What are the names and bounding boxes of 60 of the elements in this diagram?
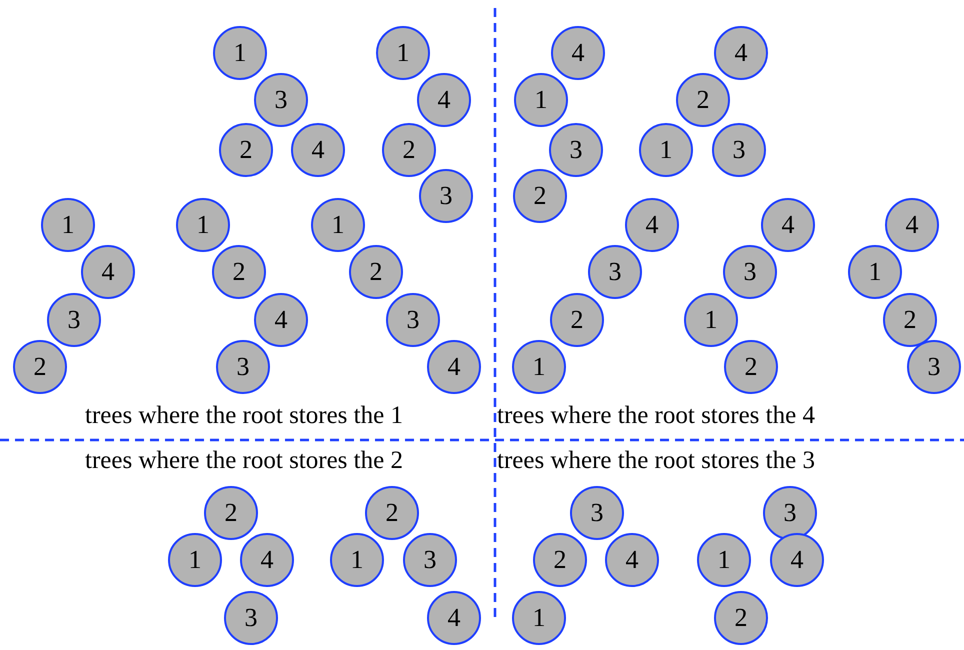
tree-node: 2 — [550, 293, 604, 347]
tree-node: 4 — [81, 245, 135, 299]
tree-node: 2 — [382, 123, 436, 177]
tree-node: 3 — [224, 591, 278, 645]
tree-node: 2 — [219, 123, 273, 177]
tree-node: 4 — [714, 26, 768, 80]
tree-node: 4 — [770, 533, 824, 587]
tree-node: 3 — [47, 293, 101, 347]
tree-node: 3 — [216, 340, 270, 394]
tree-node: 2 — [724, 340, 778, 394]
tree-node: 1 — [639, 123, 693, 177]
tree-node: 3 — [254, 73, 308, 127]
tree-node: 1 — [213, 26, 267, 80]
tree-node: 2 — [212, 245, 266, 299]
tree-node: 1 — [848, 245, 902, 299]
tree-node: 1 — [512, 591, 566, 645]
tree-node: 2 — [349, 245, 403, 299]
tree-node: 4 — [625, 198, 679, 252]
tree-node: 3 — [419, 169, 473, 223]
tree-node: 3 — [570, 486, 624, 540]
tree-node: 2 — [204, 486, 258, 540]
tree-node: 1 — [176, 198, 230, 252]
tree-node: 4 — [551, 26, 605, 80]
tree-node: 2 — [365, 486, 419, 540]
tree-node: 3 — [723, 245, 777, 299]
tree-node: 2 — [883, 293, 937, 347]
caption: trees where the root stores the 3 — [497, 447, 815, 475]
tree-node: 1 — [376, 26, 430, 80]
tree-node: 1 — [684, 293, 738, 347]
tree-node: 4 — [761, 198, 815, 252]
tree-node: 4 — [254, 293, 308, 347]
caption: trees where the root stores the 2 — [85, 447, 403, 475]
tree-node: 1 — [512, 340, 566, 394]
tree-node: 2 — [13, 340, 67, 394]
caption: trees where the root stores the 1 — [85, 402, 403, 430]
tree-node: 2 — [676, 73, 730, 127]
tree-node: 3 — [403, 533, 457, 587]
tree-node: 4 — [427, 340, 481, 394]
tree-node: 2 — [533, 533, 587, 587]
tree-node: 1 — [514, 73, 568, 127]
tree-node: 3 — [907, 340, 961, 394]
caption: trees where the root stores the 4 — [497, 402, 815, 430]
tree-node: 1 — [697, 533, 751, 587]
tree-node: 4 — [427, 591, 481, 645]
tree-node: 2 — [513, 169, 567, 223]
tree-node: 1 — [311, 198, 365, 252]
tree-node: 1 — [41, 198, 95, 252]
tree-node: 3 — [763, 486, 817, 540]
tree-node: 4 — [417, 73, 471, 127]
tree-node: 3 — [549, 123, 603, 177]
tree-node: 4 — [291, 123, 345, 177]
tree-node: 4 — [240, 533, 294, 587]
tree-node: 4 — [605, 533, 659, 587]
tree-node: 3 — [588, 245, 642, 299]
tree-node: 2 — [714, 591, 768, 645]
tree-node: 3 — [386, 293, 440, 347]
tree-node: 4 — [885, 198, 939, 252]
tree-node: 1 — [168, 533, 222, 587]
tree-node: 1 — [330, 533, 384, 587]
tree-node: 3 — [712, 123, 766, 177]
